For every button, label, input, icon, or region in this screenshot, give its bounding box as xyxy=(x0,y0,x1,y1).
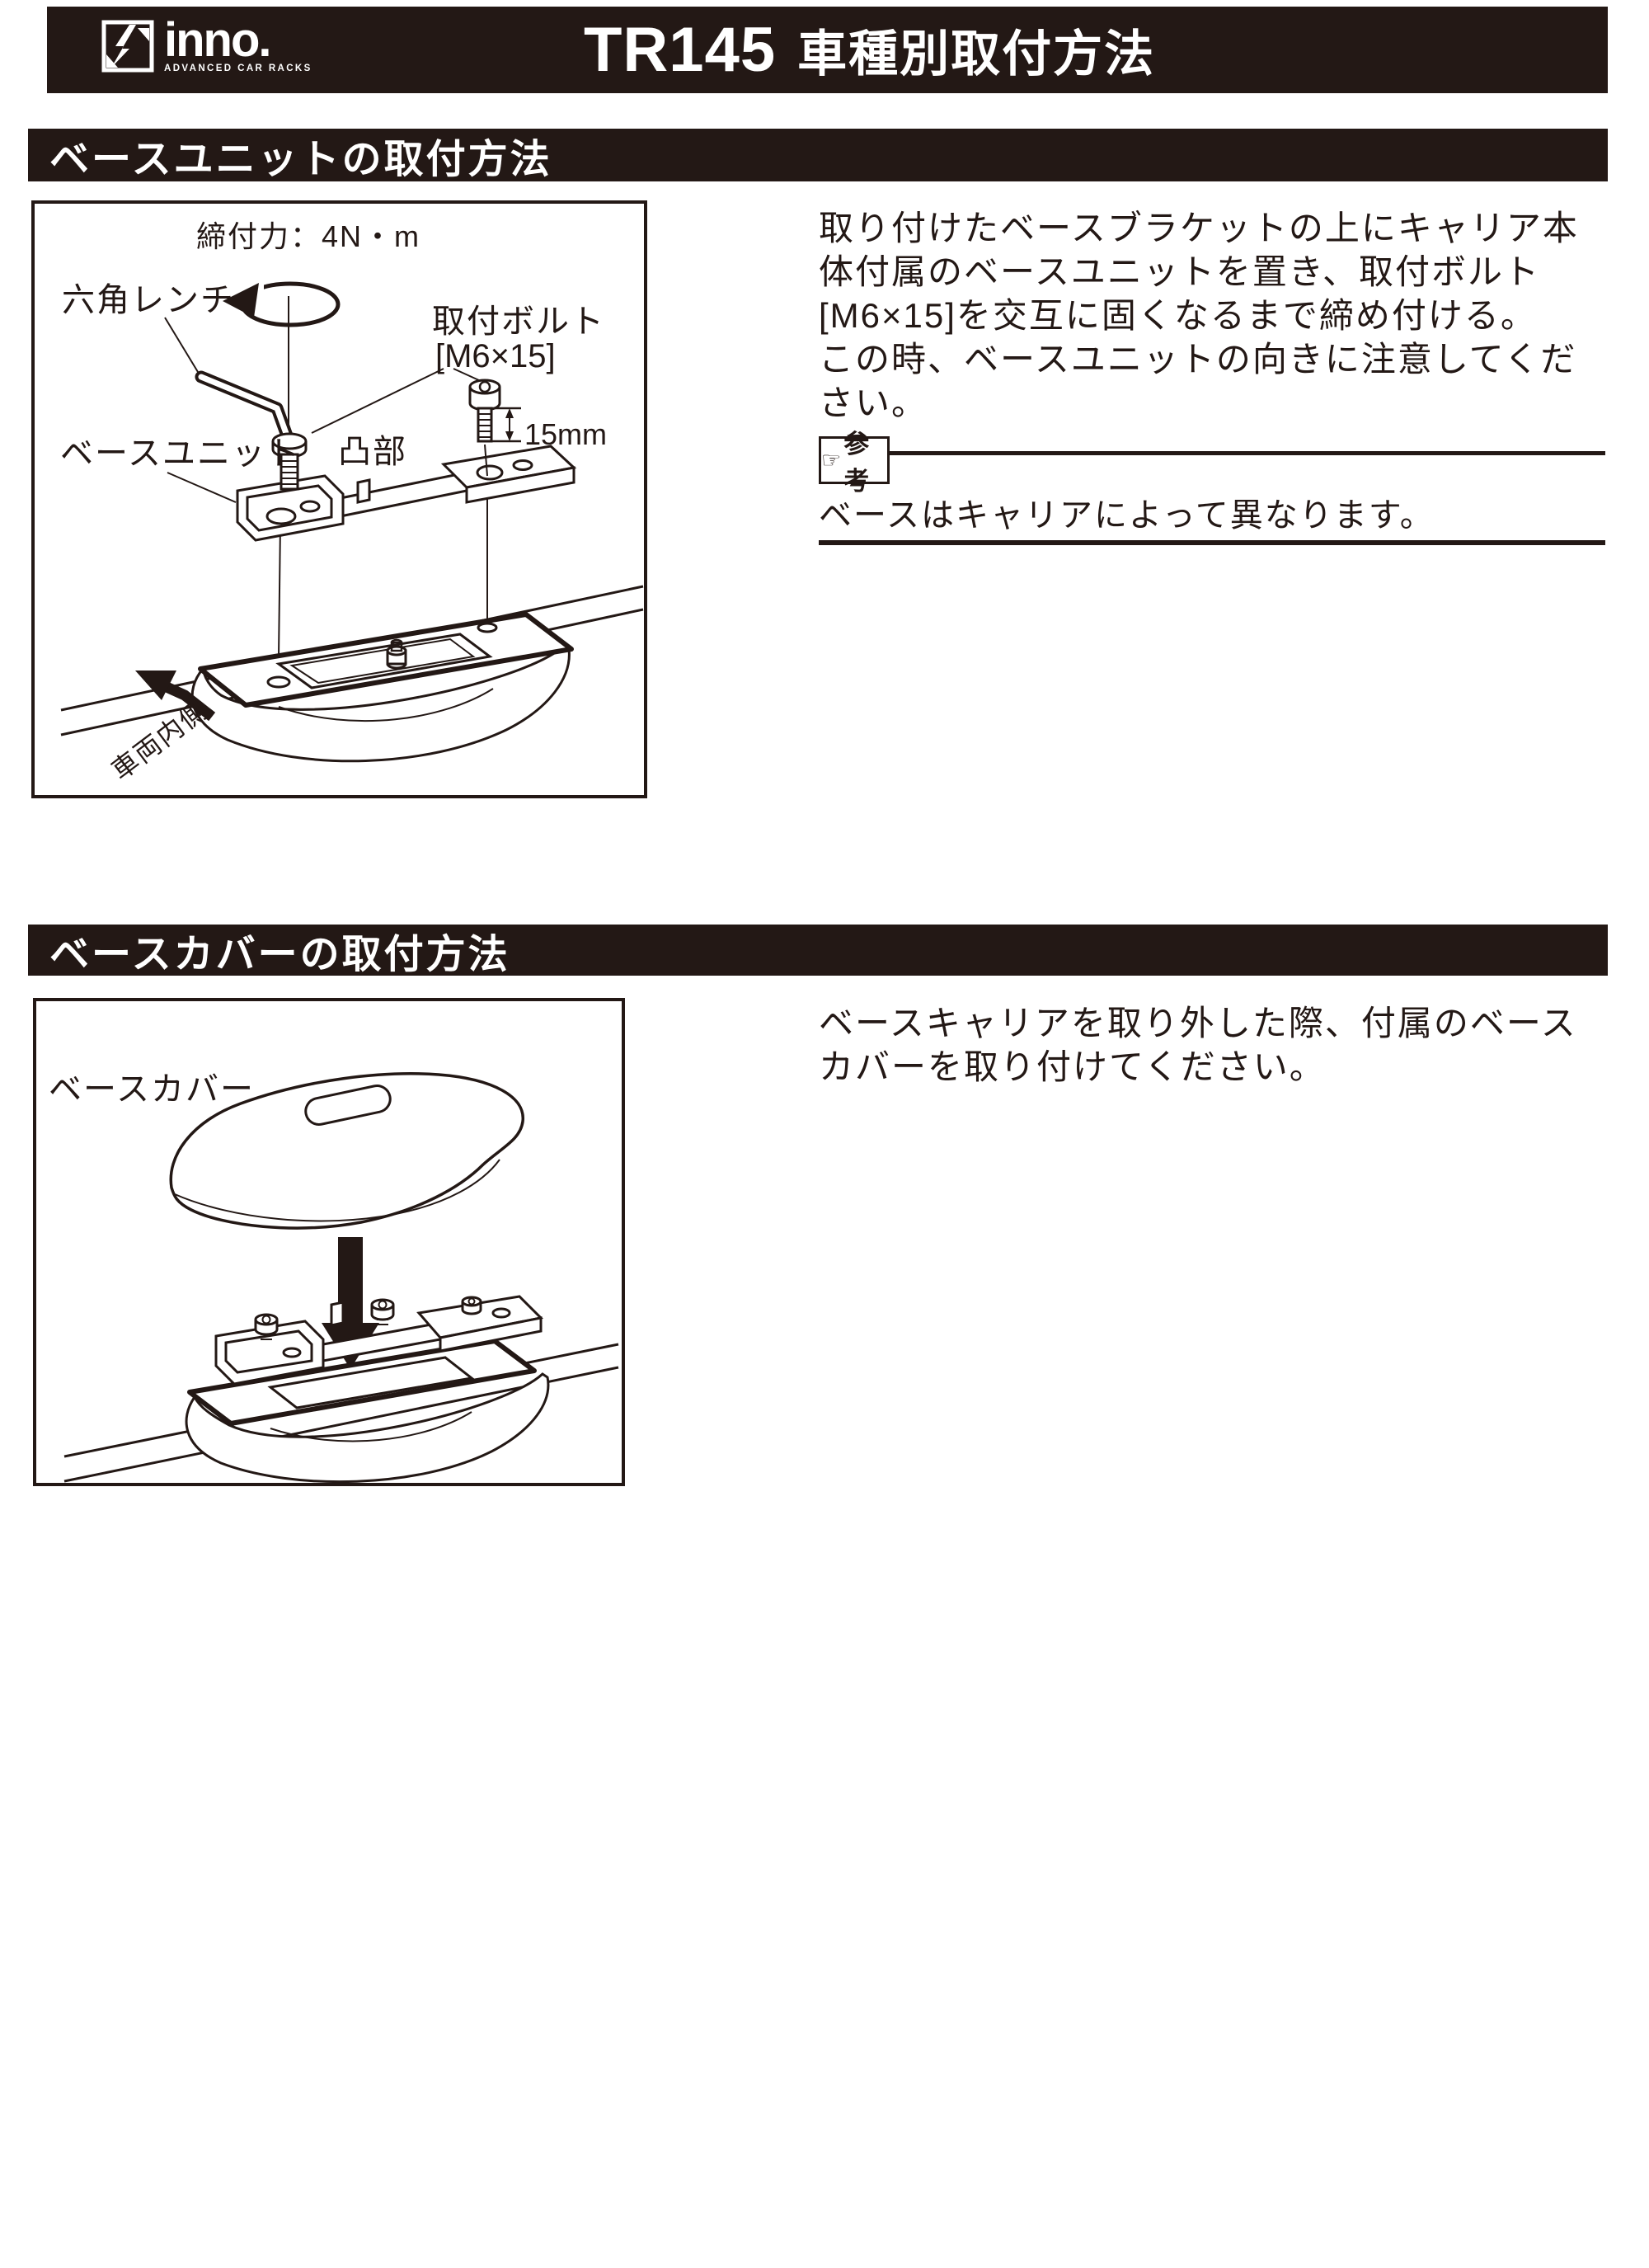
vehicle-inner-label: 車両内側 xyxy=(106,694,214,786)
bolt-length-dimension: 15mm xyxy=(490,407,607,451)
logo-text-block: inno. ADVANCED CAR RACKS xyxy=(164,13,312,74)
diagram2-frame xyxy=(33,998,625,1486)
protrusion-label: 凸部 xyxy=(338,434,407,470)
rotation-arrow xyxy=(223,276,341,327)
installed-bolts xyxy=(254,1296,482,1340)
section2-body: ベースキャリアを取り外した際、付属のベース カバーを取り付けてください。 xyxy=(819,1004,1577,1086)
section2-heading-bar: ベースカバーの取付方法 xyxy=(28,925,1608,976)
torque-label: 締付力：4N・m xyxy=(196,219,420,253)
reference-note-box: ☞ 参考 xyxy=(819,430,890,496)
base-unit-drawing xyxy=(236,445,577,542)
base-unit-installed-drawing xyxy=(214,1295,544,1386)
section1-body: 取り付けたベースブラケットの上にキャリア本 体付属のベースユニットを置き、取付ボ… xyxy=(819,209,1579,422)
left-bolt-drawing xyxy=(271,432,308,491)
base-unit-label: ベースユニット xyxy=(60,435,301,472)
pointing-hand-icon: ☞ xyxy=(821,447,842,473)
mount-bolt-spec: [M6×15] xyxy=(435,338,556,374)
mount-bolt-label: 取付ボルト xyxy=(432,303,605,340)
reference-note-label: 参考 xyxy=(843,430,871,496)
section1-heading: ベースユニットの取付方法 xyxy=(49,138,552,181)
inno-logo-icon xyxy=(101,20,154,73)
base-bracket-drawing xyxy=(190,612,574,763)
logo-subtitle: ADVANCED CAR RACKS xyxy=(164,64,312,74)
reference-note-text: ベースはキャリアによって異なります。 xyxy=(819,497,1435,534)
base-bracket-drawing2 xyxy=(185,1339,550,1484)
diagram1-frame xyxy=(31,200,647,798)
vehicle-inner-arrow xyxy=(135,671,216,722)
right-bolt-drawing xyxy=(468,379,501,443)
bolt-length-label: 15mm xyxy=(524,417,607,451)
base-cover-diagram: ベースカバー xyxy=(33,998,625,1490)
alignment-line-left xyxy=(278,523,281,658)
page-title-text: 車種別取付方法 xyxy=(797,26,1156,82)
hex-wrench-drawing xyxy=(195,370,294,445)
bolt-leader-left xyxy=(311,368,444,434)
note-rule-bottom xyxy=(819,540,1605,545)
base-unit-leader xyxy=(167,472,237,503)
foot-stud xyxy=(386,638,407,670)
section2-heading: ベースカバーの取付方法 xyxy=(49,933,510,976)
logo-text: inno. xyxy=(164,13,272,67)
page-title: TR145 車種別取付方法 xyxy=(584,7,1155,93)
base-unit-diagram: 15mm 締付力：4N・m 六角レンチ 取付ボルト [M6×15] ベースユニッ… xyxy=(31,200,647,802)
base-cover-label: ベースカバー xyxy=(49,1071,255,1108)
inno-logo: inno. ADVANCED CAR RACKS xyxy=(101,13,312,74)
base-cover-drawing xyxy=(169,1072,524,1230)
hex-wrench-leader xyxy=(164,317,199,373)
bolt-leader-right xyxy=(453,368,482,382)
right-bolt-hairline xyxy=(484,444,488,477)
model-number: TR145 xyxy=(584,15,777,85)
section1-heading-bar: ベースユニットの取付方法 xyxy=(28,129,1608,181)
note-rule-top xyxy=(888,451,1605,455)
hex-wrench-label: 六角レンチ xyxy=(62,282,235,318)
header-bar: inno. ADVANCED CAR RACKS TR145 車種別取付方法 xyxy=(47,7,1608,93)
